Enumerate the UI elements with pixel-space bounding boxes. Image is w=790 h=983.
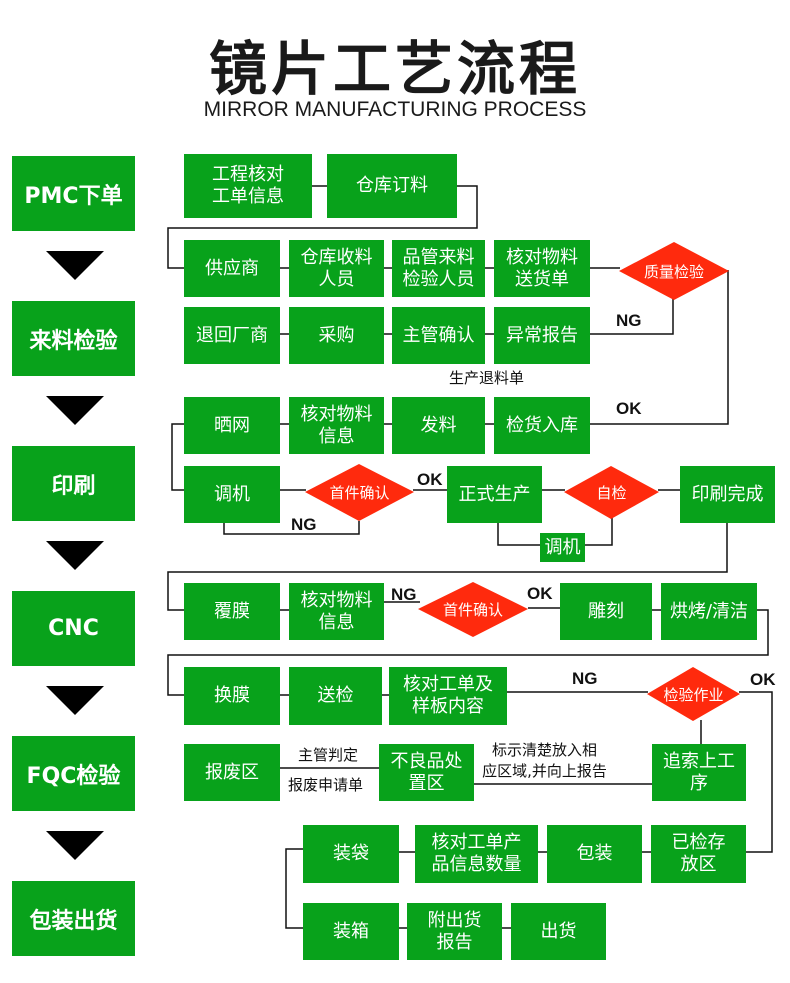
page-subtitle: MIRROR MANUFACTURING PROCESS xyxy=(203,98,587,121)
decision-label: 检验作业 xyxy=(663,685,724,704)
step-verify-sample: 核对工单及 样板内容 xyxy=(389,667,507,725)
decision-shape xyxy=(647,667,740,721)
step-trace-process: 追索上工 序 xyxy=(652,744,746,801)
down-arrow-icon xyxy=(46,831,104,860)
stage-incoming-inspection: 来料检验 xyxy=(12,301,135,376)
step-supervisor-confirm: 主管确认 xyxy=(392,307,485,364)
page-title: 镜片工艺流程 xyxy=(208,35,581,103)
step-inspect-store: 检货入库 xyxy=(494,397,590,454)
step-verify-order: 工程核对 工单信息 xyxy=(184,154,312,218)
decision-inspection: 检验作业 xyxy=(647,667,740,721)
step-film-change: 换膜 xyxy=(184,667,280,725)
step-shipping: 出货 xyxy=(511,903,606,960)
step-defect-area: 不良品处 置区 xyxy=(379,744,474,801)
step-exception-report: 异常报告 xyxy=(494,307,590,364)
down-arrow-icon xyxy=(46,686,104,715)
step-material-issue: 发料 xyxy=(392,397,485,454)
step-supplier: 供应商 xyxy=(184,240,280,297)
ok-label: OK xyxy=(750,670,776,689)
mark-report-label: 标示清楚放入相 应区域,并向上报告 xyxy=(482,741,607,780)
ok-label: OK xyxy=(417,470,443,489)
step-bagging: 装袋 xyxy=(303,825,399,883)
step-verify-quantity: 核对工单产 品信息数量 xyxy=(415,825,538,883)
stage-printing: 印刷 xyxy=(12,446,135,521)
step-iqc-inspector: 品管来料 检验人员 xyxy=(392,240,485,297)
decision-label: 首件确认 xyxy=(442,601,503,619)
down-arrow-icon xyxy=(46,396,104,425)
step-bake-clean: 烘烤/清洁 xyxy=(661,583,757,640)
step-laminating: 覆膜 xyxy=(184,583,280,640)
step-warehouse-receiver: 仓库收料 人员 xyxy=(289,240,384,297)
stage-pmc-order: PMC下单 xyxy=(12,156,135,231)
decision-shape xyxy=(564,466,659,519)
decision-quality-check: 质量检验 xyxy=(619,242,729,300)
step-tuning-2: 调机 xyxy=(540,533,585,562)
step-verify-material-2: 核对物料 信息 xyxy=(289,583,384,640)
step-screen-drying: 晒网 xyxy=(184,397,280,454)
production-return-label: 生产退料单 xyxy=(449,369,525,387)
step-tuning: 调机 xyxy=(184,466,280,523)
decision-label: 质量检验 xyxy=(643,262,704,281)
step-attach-report: 附出货 报告 xyxy=(407,903,502,960)
decision-self-check: 自检 xyxy=(564,466,659,519)
step-purchasing: 采购 xyxy=(289,307,384,364)
step-scrap-area: 报废区 xyxy=(184,744,280,801)
decision-label: 自检 xyxy=(596,484,627,502)
step-engraving: 雕刻 xyxy=(560,583,652,640)
scrap-request-label: 报废申请单 xyxy=(288,776,364,794)
step-return-vendor: 退回厂商 xyxy=(184,307,280,364)
step-verify-material: 核对物料 信息 xyxy=(289,397,384,454)
ng-label: NG xyxy=(391,585,417,604)
step-packing: 包装 xyxy=(547,825,642,883)
decision-shape xyxy=(619,242,729,300)
step-warehouse-order: 仓库订料 xyxy=(327,154,457,218)
step-send-inspect: 送检 xyxy=(289,667,382,725)
stage-fqc: FQC检验 xyxy=(12,736,135,811)
step-inspected-storage: 已检存 放区 xyxy=(651,825,746,883)
ng-label: NG xyxy=(291,515,317,534)
ng-label: NG xyxy=(572,669,598,688)
decision-label: 首件确认 xyxy=(329,484,390,502)
stage-pack-ship: 包装出货 xyxy=(12,881,135,956)
down-arrow-icon xyxy=(46,251,104,280)
decision-first-article-2: 首件确认 xyxy=(418,582,528,637)
ok-label: OK xyxy=(527,584,553,603)
supervisor-judge-label: 主管判定 xyxy=(298,746,359,764)
step-print-done: 印刷完成 xyxy=(680,466,775,523)
step-verify-delivery: 核对物料 送货单 xyxy=(494,240,590,297)
step-boxing: 装箱 xyxy=(303,903,399,960)
decision-shape xyxy=(418,582,528,637)
down-arrow-icon xyxy=(46,541,104,570)
ok-label: OK xyxy=(616,399,642,418)
step-mass-production: 正式生产 xyxy=(447,466,542,523)
ng-label: NG xyxy=(616,311,642,330)
decision-shape xyxy=(305,464,414,521)
stage-cnc: CNC xyxy=(12,591,135,666)
decision-first-article: 首件确认 xyxy=(305,464,414,521)
